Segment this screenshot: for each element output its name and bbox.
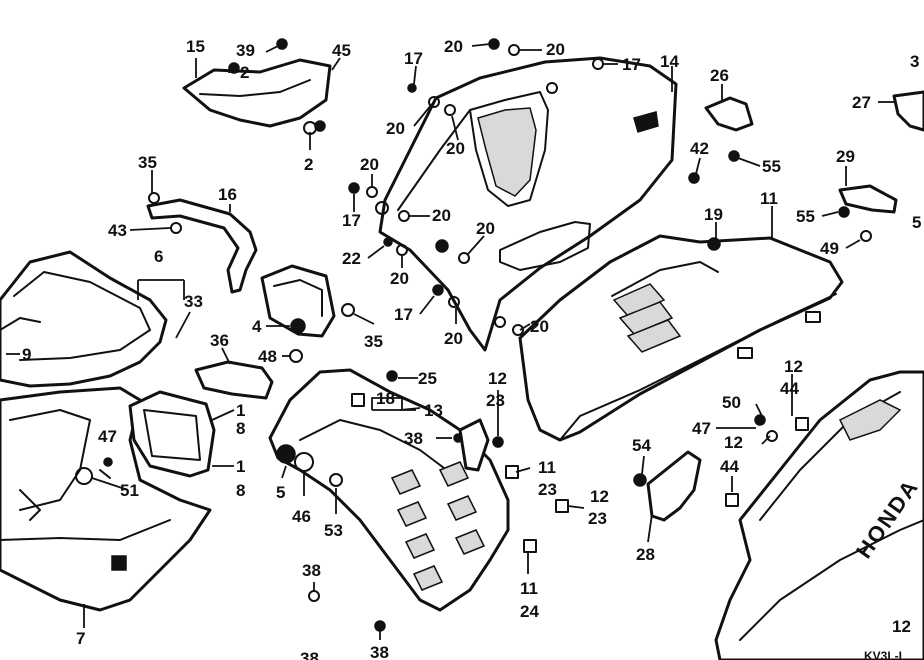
callout-16: 16 <box>218 185 237 204</box>
callout-20: 20 <box>360 155 379 174</box>
duct-1-8 <box>128 390 216 478</box>
callout-38: 38 <box>370 643 389 660</box>
fasteners <box>75 38 872 632</box>
callout-11: 11 <box>520 579 538 598</box>
callout-25: 25 <box>418 369 437 388</box>
bracket-27 <box>892 90 924 132</box>
callout-44: 44 <box>780 379 799 398</box>
callout-47: 47 <box>692 419 711 438</box>
callout-11: 11 <box>760 189 778 208</box>
callout-18: 18 <box>376 389 395 408</box>
bracket-26 <box>704 96 754 132</box>
callout-13: 13 <box>424 401 443 420</box>
diagram-code: KV3L-I <box>864 649 903 660</box>
callout-47: 47 <box>98 427 117 446</box>
callout-29: 29 <box>836 147 855 166</box>
callout-2: 2 <box>304 155 314 174</box>
callout-6: 6 <box>154 247 164 266</box>
callout-28: 28 <box>636 545 655 564</box>
callout-26: 26 <box>710 66 729 85</box>
callout-12: 12 <box>590 487 609 506</box>
callout-17: 17 <box>404 49 423 68</box>
callout-2: 2 <box>240 63 250 82</box>
callout-20: 20 <box>546 40 565 59</box>
callout-50: 50 <box>722 393 741 412</box>
callout-42: 42 <box>690 139 709 158</box>
callout-20: 20 <box>386 119 405 138</box>
bracket-28 <box>646 450 702 522</box>
bracket-29 <box>838 184 898 214</box>
callout-39: 39 <box>236 41 255 60</box>
callout-27: 27 <box>852 93 871 112</box>
callout-3: 3 <box>910 52 920 71</box>
callout-17: 17 <box>394 305 413 324</box>
callout-24: 24 <box>520 602 539 621</box>
bracket-16 <box>146 198 336 338</box>
callout-20: 20 <box>476 219 495 238</box>
callout-33: 33 <box>184 292 203 311</box>
callout-15: 15 <box>186 37 205 56</box>
front-cowl-windscreen <box>0 250 168 388</box>
callout-12: 12 <box>784 357 803 376</box>
callout-49: 49 <box>820 239 839 258</box>
callout-8: 8 <box>236 481 246 500</box>
callout-20: 20 <box>432 206 451 225</box>
callout-14: 14 <box>660 52 679 71</box>
callout-1: 1 <box>236 457 246 476</box>
callout-1: 1 <box>236 401 246 420</box>
callout-17: 17 <box>342 211 361 230</box>
callout-20: 20 <box>444 329 463 348</box>
callout-12: 12 <box>724 433 743 452</box>
callout-5: 5 <box>276 483 286 502</box>
callout-54: 54 <box>632 436 651 455</box>
callout-19: 19 <box>704 205 723 224</box>
callout-46: 46 <box>292 507 311 526</box>
callout-36: 36 <box>210 331 229 350</box>
callout-38: 38 <box>404 429 423 448</box>
callout-38: 38 <box>302 561 321 580</box>
callout-22: 22 <box>342 249 361 268</box>
right-lower-cowl-honda <box>714 370 924 660</box>
callout-35: 35 <box>138 153 157 172</box>
callout-11: 11 <box>538 458 556 477</box>
callout-9: 9 <box>22 345 32 364</box>
callout-43: 43 <box>108 221 127 240</box>
callout-45: 45 <box>332 41 351 60</box>
callout-53: 53 <box>324 521 343 540</box>
callout-48: 48 <box>258 347 277 366</box>
center-lower-cowl <box>268 368 510 612</box>
middle-cowl-panel <box>518 234 844 442</box>
callout-4: 4 <box>252 317 262 336</box>
callout-55: 55 <box>762 157 781 176</box>
callout-44: 44 <box>720 457 739 476</box>
stay-bracket-15 <box>182 38 332 135</box>
callout-20: 20 <box>530 317 549 336</box>
callout-12: 12 <box>488 369 507 388</box>
callout-51: 51 <box>120 481 139 500</box>
callout-5: 5 <box>912 213 922 232</box>
callout-35: 35 <box>364 332 383 351</box>
callout-8: 8 <box>236 419 246 438</box>
callout-38: 38 <box>300 649 319 660</box>
callout-7: 7 <box>76 629 86 648</box>
callout-20: 20 <box>446 139 465 158</box>
callout-23: 23 <box>486 391 505 410</box>
callout-20: 20 <box>444 37 463 56</box>
callout-20: 20 <box>390 269 409 288</box>
light-36 <box>194 360 274 400</box>
callout-20: 17 <box>622 55 641 74</box>
callout-12: 12 <box>892 617 911 636</box>
leader-lines <box>6 43 894 640</box>
front-cowl-lower <box>0 386 212 612</box>
callout-23: 23 <box>588 509 607 528</box>
callout-23: 23 <box>538 480 557 499</box>
upper-cowl-inner-panel <box>378 56 678 352</box>
callout-55: 55 <box>796 207 815 226</box>
